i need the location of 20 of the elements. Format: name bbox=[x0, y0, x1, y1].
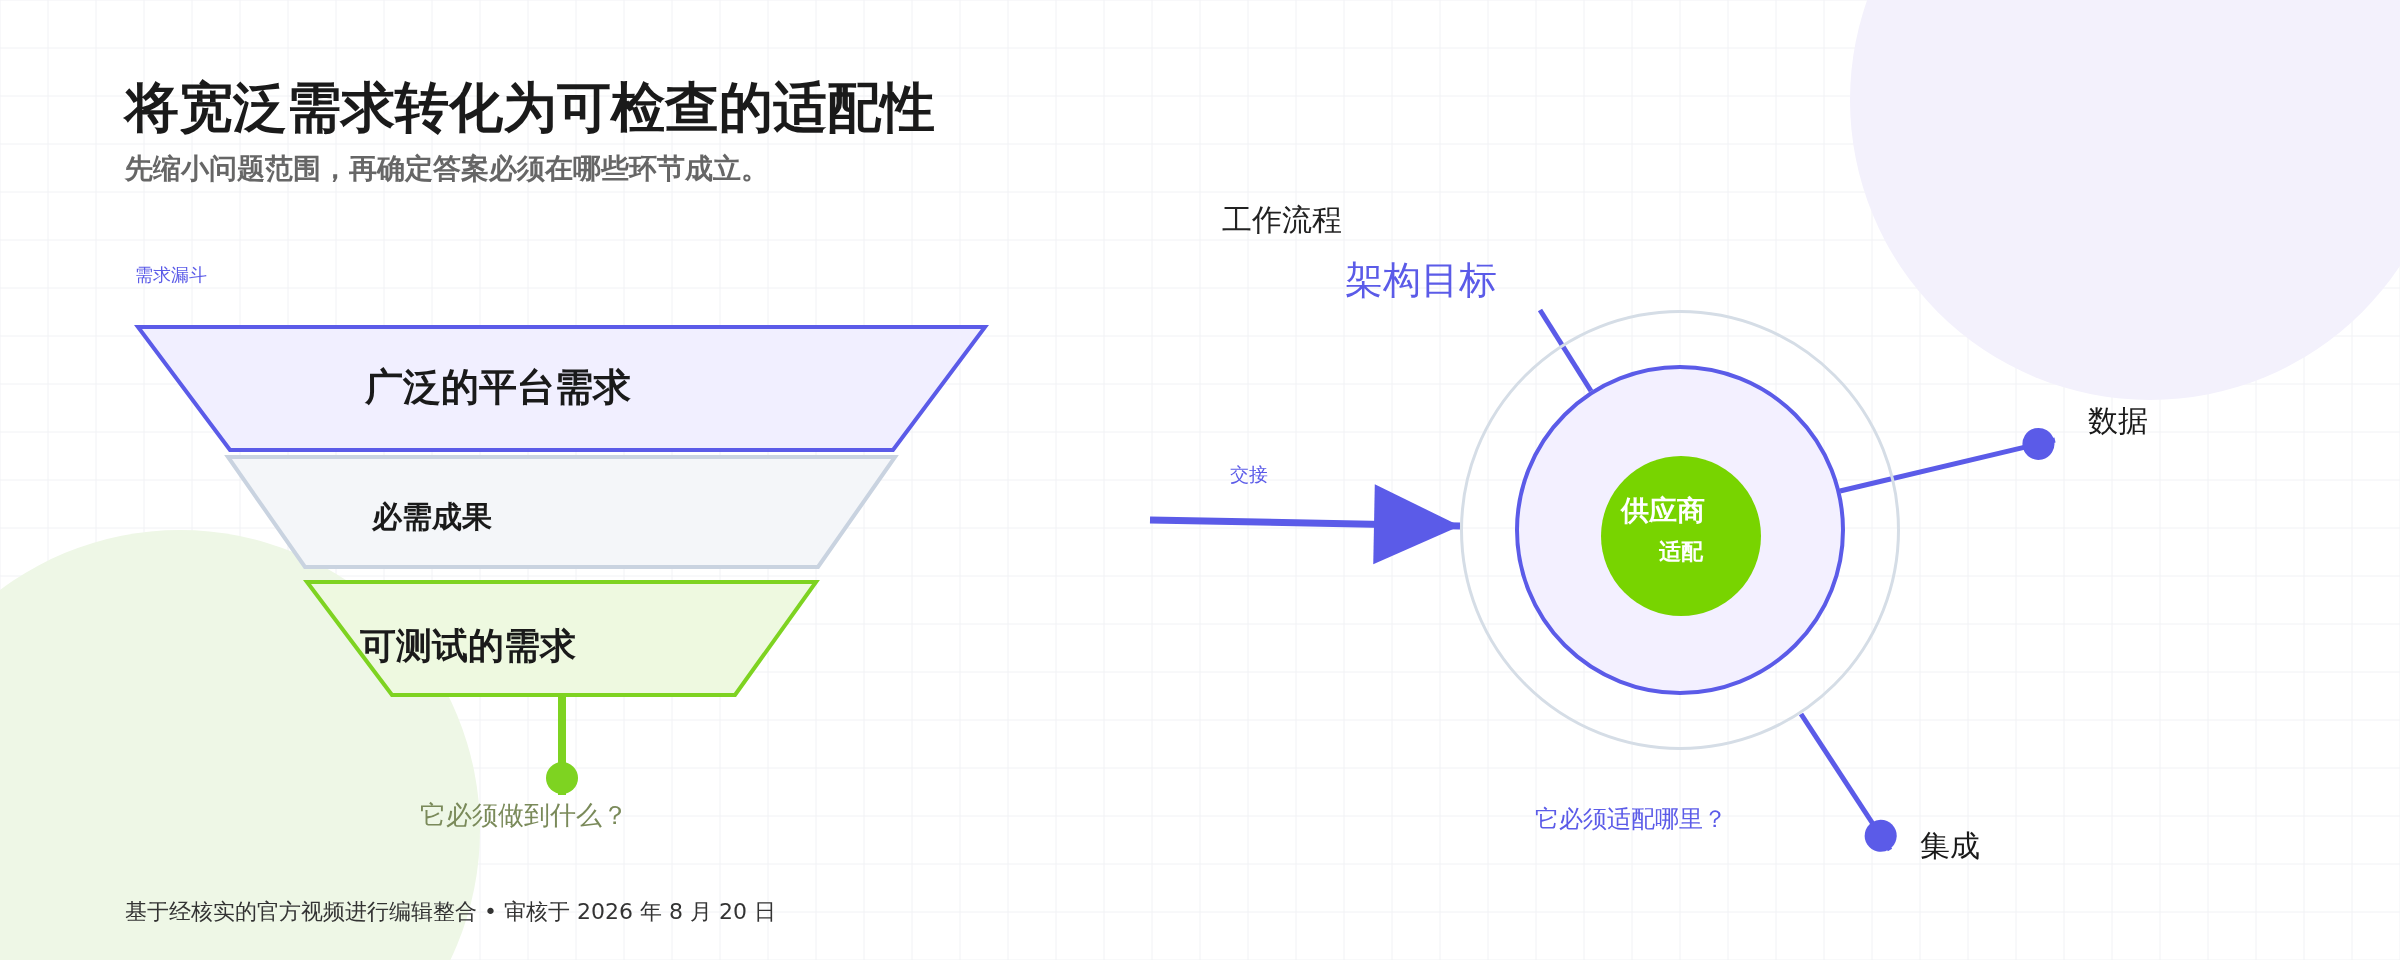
circle-label: 适配 bbox=[1659, 538, 1703, 566]
circle-label: 供应商 bbox=[1621, 494, 1705, 528]
callout-label: 集成 bbox=[1890, 825, 2000, 870]
leader-line bbox=[1839, 427, 2056, 494]
subtitle: 先缩小问题范围，再确定答案必须在哪些环节成立。 bbox=[125, 151, 769, 187]
leader-line bbox=[1798, 712, 1897, 852]
title: 将宽泛需求转化为可检查的适配性 bbox=[125, 75, 935, 141]
leader-line bbox=[1537, 308, 1594, 393]
question-text: 它必须适配哪里？ bbox=[1535, 804, 1727, 835]
callout-label: 数据 bbox=[2055, 400, 2165, 445]
callout-label: 架构目标 bbox=[1345, 255, 1545, 310]
arrow bbox=[1149, 484, 1461, 565]
footer-note: 基于经核实的官方视频进行编辑整合 • 审核于 2026 年 8 月 20 日 bbox=[125, 898, 776, 926]
tier-label: 必需成果 bbox=[372, 499, 492, 535]
label: 需求漏斗 bbox=[135, 263, 207, 287]
question-text: 它必须做到什么？ bbox=[420, 795, 670, 835]
edge-label: 交接 bbox=[1230, 462, 1268, 487]
outer-ring bbox=[1460, 310, 1900, 750]
section-heading: 工作流程 bbox=[1222, 201, 1342, 239]
leader-line bbox=[546, 695, 578, 795]
